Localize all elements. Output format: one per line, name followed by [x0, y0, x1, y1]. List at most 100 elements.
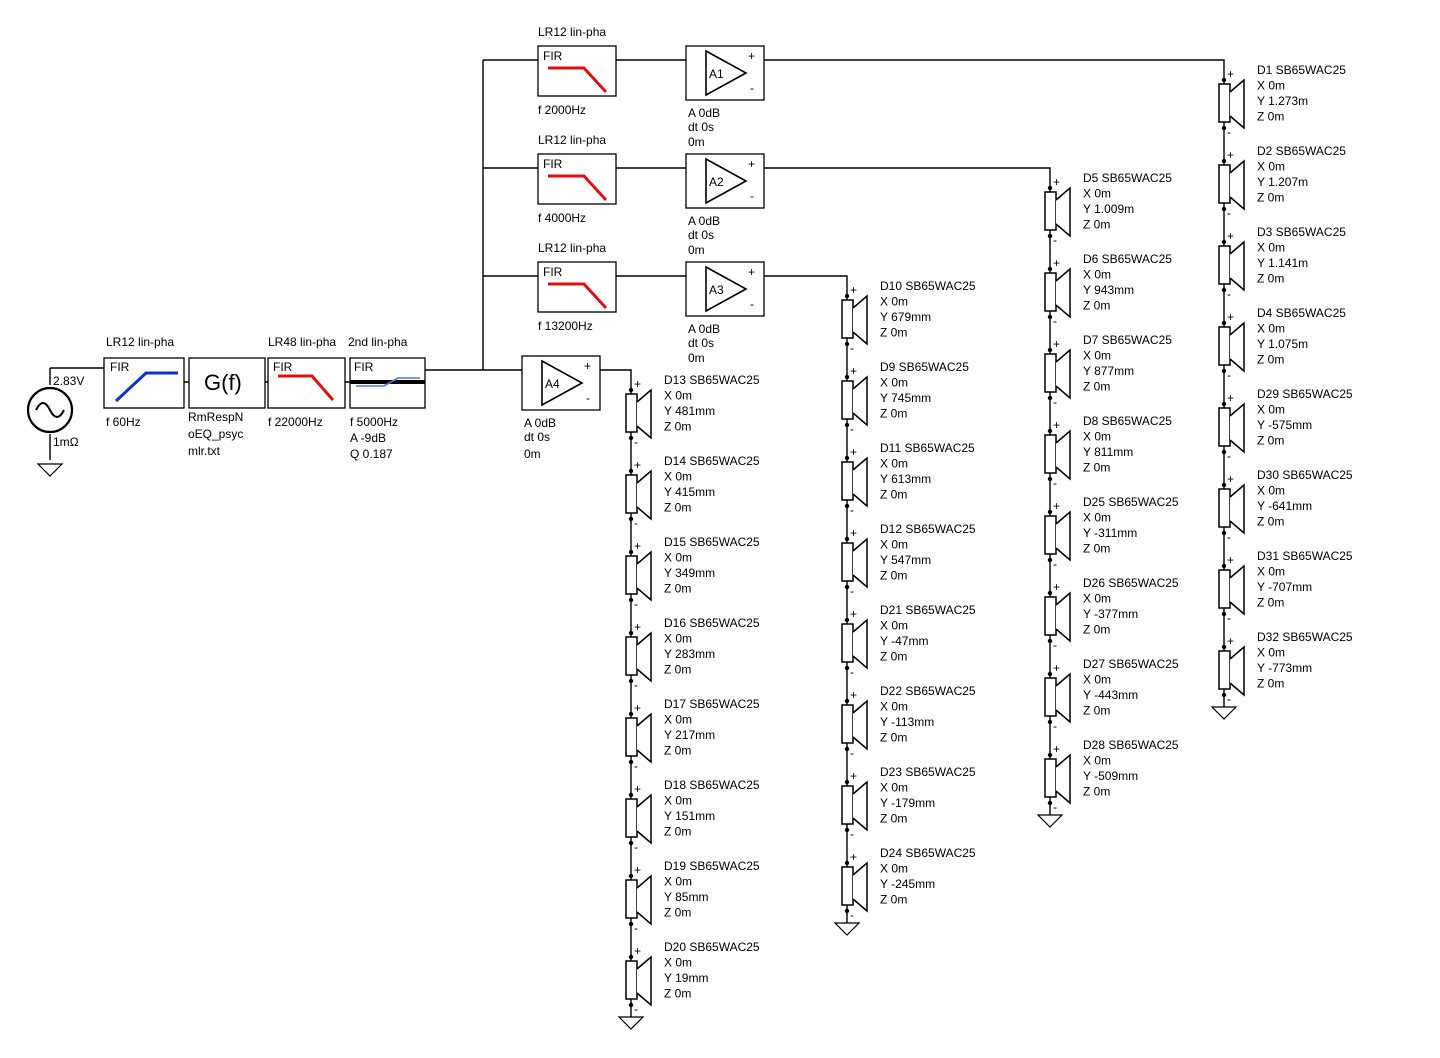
minus-sign: - [1227, 449, 1231, 463]
amplifier-block[interactable]: A4 + - A 0dB dt 0s 0m [521, 355, 601, 461]
branch-filter-block[interactable]: LR12 lin-pha FIR f 2000Hz [537, 25, 617, 117]
driver-y: Y 877mm [1083, 364, 1134, 378]
filter-type: FIR [354, 360, 374, 374]
wire-junction [1221, 125, 1227, 131]
wire-junction [628, 954, 634, 960]
amplifier-block[interactable]: A3 + - A 0dB dt 0s 0m [685, 261, 765, 365]
lowpass-curve-icon [548, 174, 608, 202]
minus-sign: - [750, 81, 754, 95]
wire-junction [1221, 239, 1227, 245]
driver-name: D28 SB65WAC25 [1083, 738, 1179, 752]
filter-param: Q 0.187 [350, 447, 393, 461]
driver-y: Y 613mm [880, 472, 931, 486]
driver-x: X 0m [880, 457, 908, 471]
wire-junction [844, 503, 850, 509]
voltage-source[interactable]: 2.83V 1mΩ [26, 374, 84, 477]
driver-name: D31 SB65WAC25 [1257, 549, 1353, 563]
driver-y: Y 19mm [664, 971, 708, 985]
amplifier-param: dt 0s [688, 336, 714, 350]
wire-junction [1221, 644, 1227, 650]
amplifier-block[interactable]: A2 + - A 0dB dt 0s 0m [685, 153, 765, 257]
driver-x: X 0m [1257, 403, 1285, 417]
amplifier-block[interactable]: A1 + - A 0dB dt 0s 0m [685, 45, 765, 149]
minus-sign: - [634, 678, 638, 692]
wire-junction [1221, 158, 1227, 164]
wire-junction [628, 678, 634, 684]
driver-z: Z 0m [1083, 542, 1110, 556]
driver-x: X 0m [664, 794, 692, 808]
wire-junction [1221, 401, 1227, 407]
minus-sign: - [1227, 206, 1231, 220]
shelf-filter-block[interactable]: 2nd lin-pha FIR f 5000Hz A -9dB Q 0.187 [348, 335, 426, 461]
driver-z: Z 0m [1083, 704, 1110, 718]
minus-sign: - [850, 908, 854, 922]
driver-x: X 0m [664, 875, 692, 889]
plus-sign: + [850, 607, 857, 621]
driver-x: X 0m [1257, 160, 1285, 174]
eq-file-line: RmRespN [188, 410, 243, 424]
speaker-icon [625, 550, 652, 602]
highpass-filter-block[interactable]: LR12 lin-pha FIR f 60Hz [103, 335, 185, 429]
driver-x: X 0m [880, 295, 908, 309]
driver-y: Y 1.207m [1257, 175, 1308, 189]
driver-y: Y -113mm [880, 715, 934, 729]
driver-x: X 0m [880, 619, 908, 633]
ground-icon [36, 463, 64, 477]
wire-junction [844, 341, 850, 347]
branch-filter-block[interactable]: LR12 lin-pha FIR f 13200Hz [537, 241, 617, 333]
lowpass-main-filter-block[interactable]: LR48 lin-pha FIR f 22000Hz [267, 335, 346, 429]
driver-x: X 0m [664, 389, 692, 403]
minus-sign: - [1227, 368, 1231, 382]
minus-sign: - [1053, 476, 1057, 490]
branch-filter-block[interactable]: LR12 lin-pha FIR f 4000Hz [537, 133, 617, 225]
driver-z: Z 0m [1083, 785, 1110, 799]
wire-junction [1047, 266, 1053, 272]
plus-sign: + [634, 944, 641, 958]
driver-z: Z 0m [880, 893, 907, 907]
amplifier-param: A 0dB [688, 106, 720, 120]
speaker-icon [841, 699, 868, 751]
plus-sign: + [1053, 175, 1060, 189]
driver-z: Z 0m [880, 650, 907, 664]
source-resistance: 1mΩ [53, 435, 79, 449]
eq-block[interactable]: G(f) RmRespN oEQ_psyc mlr.txt [188, 357, 266, 458]
amplifier-icon [705, 157, 748, 205]
driver-z: Z 0m [664, 987, 691, 1001]
plus-sign: + [850, 769, 857, 783]
driver-y: Y 1.273m [1257, 94, 1308, 108]
wire-junction [1047, 719, 1053, 725]
